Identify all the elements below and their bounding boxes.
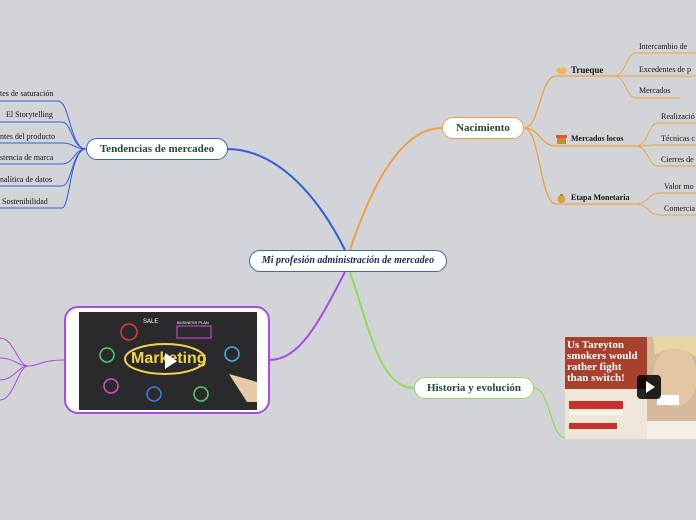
- leaf-datos[interactable]: nalítica de datos: [0, 175, 52, 184]
- leaf-cierres[interactable]: Cierres de: [661, 155, 694, 164]
- money-bag-icon: [556, 193, 567, 203]
- subtopic-etapa-monetaria[interactable]: Etapa Monetaria: [556, 193, 629, 203]
- tareyton-ad-image[interactable]: Us Tareyton smokers would rather fight t…: [565, 337, 696, 439]
- play-icon: [646, 381, 655, 393]
- topic-historia-y-evolucion[interactable]: Historia y evolución: [414, 377, 534, 399]
- leaf-producto[interactable]: ntes del producto: [0, 132, 56, 141]
- video-node[interactable]: Marketing SALE BUSINESS PLAN: [64, 306, 270, 414]
- topic-tendencias-de-mercadeo[interactable]: Tendencias de mercadeo: [86, 138, 228, 160]
- subtopic-label: Mercados locos: [571, 134, 624, 143]
- ad-illustration: [565, 337, 696, 439]
- subtopic-label: Etapa Monetaria: [571, 193, 630, 202]
- ad-headline: Us Tareyton smokers would rather fight t…: [567, 339, 638, 384]
- play-icon: [165, 353, 177, 369]
- leaf-intercambio[interactable]: Intercambio de: [639, 42, 688, 51]
- subtopic-mercados-locos[interactable]: Mercados locos: [556, 134, 624, 144]
- market-stall-icon: [556, 134, 567, 144]
- leaf-realizacion[interactable]: Realizació: [661, 112, 695, 121]
- leaf-comercia[interactable]: Comercia: [664, 204, 696, 213]
- leaf-marca[interactable]: stencia de marca: [0, 153, 54, 162]
- subtopic-label: Trueque: [571, 65, 604, 75]
- sale-tag: SALE: [143, 319, 159, 325]
- leaf-excedentes[interactable]: Excedentes de p: [639, 65, 691, 74]
- leaf-saturacion[interactable]: tes de saturación: [0, 89, 54, 98]
- leaf-mercados[interactable]: Mercados: [639, 86, 671, 95]
- leaf-sostenibilidad[interactable]: Sostenibilidad: [2, 197, 48, 206]
- leaf-tecnicas[interactable]: Técnicas c: [661, 134, 695, 143]
- leaf-storytelling[interactable]: El Storytelling: [6, 110, 53, 119]
- handshake-icon: [556, 66, 567, 75]
- topic-nacimiento[interactable]: Nacimiento: [442, 117, 524, 139]
- leaf-valor[interactable]: Valor mo: [664, 182, 694, 191]
- subtopic-trueque[interactable]: Trueque: [556, 65, 603, 75]
- marketing-video-thumbnail[interactable]: Marketing SALE BUSINESS PLAN: [79, 312, 257, 410]
- central-topic[interactable]: Mi profesión administración de mercadeo: [249, 250, 447, 272]
- business-plan-tag: BUSINESS PLAN: [177, 320, 209, 325]
